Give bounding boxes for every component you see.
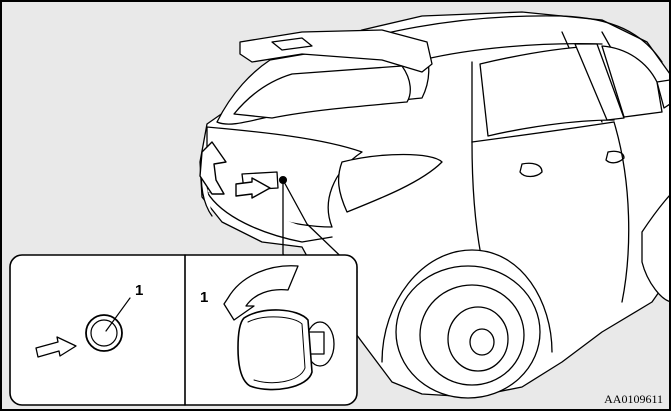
figure-code: AA0109611 (604, 392, 663, 407)
callout-number-left: 1 (135, 282, 143, 299)
callout-number-right: 1 (200, 289, 208, 306)
